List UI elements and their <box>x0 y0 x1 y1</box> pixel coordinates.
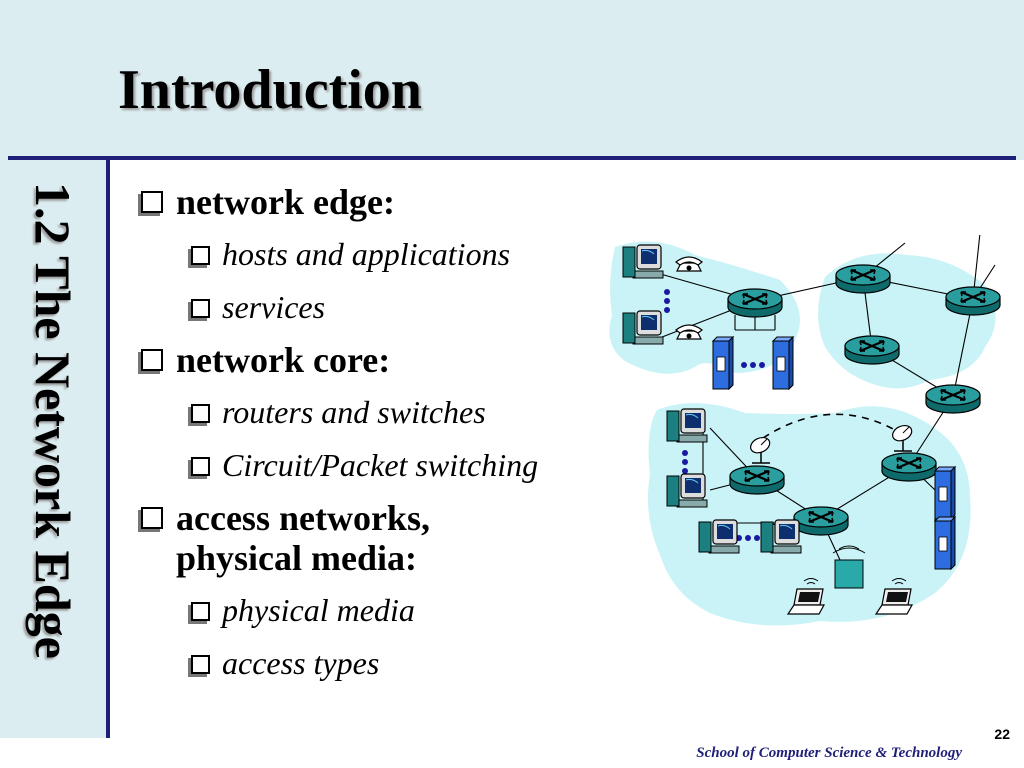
bullet-network-core: network core: <box>138 340 628 380</box>
router-icon <box>834 263 892 295</box>
sub-bullet-text: access types <box>222 645 380 681</box>
sub-bullet-physical-media: physical media <box>138 590 628 630</box>
checkbox-bullet-icon <box>191 602 210 621</box>
server-icon <box>712 336 734 390</box>
sub-bullet-services: services <box>138 287 628 327</box>
checkbox-bullet-icon <box>191 655 210 674</box>
sub-bullet-text: routers and switches <box>222 394 486 430</box>
slide-title: Introduction <box>118 59 422 121</box>
bullet-text: access networks, <box>176 498 430 538</box>
section-title: 1.2 The Network Edge <box>25 182 81 659</box>
checkbox-bullet-icon <box>141 507 163 529</box>
telephone-icon <box>675 324 703 340</box>
sub-bullet-routers: routers and switches <box>138 392 628 432</box>
footer-text: School of Computer Science & Technology <box>696 745 962 761</box>
router-icon <box>924 383 982 415</box>
sub-bullet-switching: Circuit/Packet switching <box>138 445 628 485</box>
sub-bullet-hosts: hosts and applications <box>138 234 628 274</box>
sub-bullet-text: services <box>222 289 326 325</box>
bullet-access-networks: access networks, physical media: <box>138 498 628 578</box>
router-icon <box>792 505 850 537</box>
sub-bullet-text: hosts and applications <box>222 236 511 272</box>
page-number: 22 <box>994 726 1010 742</box>
workstation-icon <box>760 519 802 554</box>
wireless-base-station-icon <box>834 559 864 589</box>
sub-bullet-text: physical media <box>222 592 415 628</box>
router-icon <box>726 287 784 319</box>
server-icon <box>934 516 956 570</box>
checkbox-bullet-icon <box>191 457 210 476</box>
workstation-icon <box>622 310 664 345</box>
server-icon <box>934 466 956 520</box>
router-icon <box>843 334 901 366</box>
bullet-text-line2: physical media: <box>176 538 418 578</box>
sub-bullet-text: Circuit/Packet switching <box>222 447 539 483</box>
bullet-text: network edge: <box>176 182 395 222</box>
checkbox-bullet-icon <box>141 191 163 213</box>
checkbox-bullet-icon <box>191 404 210 423</box>
checkbox-bullet-icon <box>141 349 163 371</box>
bullet-list: network edge: hosts and applications ser… <box>138 182 628 696</box>
telephone-icon <box>675 256 703 272</box>
ellipsis-dots <box>664 289 765 541</box>
workstation-icon <box>622 244 664 279</box>
router-icon <box>728 464 786 496</box>
checkbox-bullet-icon <box>191 299 210 318</box>
bullet-network-edge: network edge: <box>138 182 628 222</box>
bullet-text: network core: <box>176 340 391 380</box>
slide-header <box>0 0 1024 160</box>
network-diagram <box>609 235 1002 626</box>
header-divider <box>8 156 1016 160</box>
router-icon <box>944 285 1002 317</box>
sidebar <box>0 160 106 738</box>
satellite-link <box>762 413 896 439</box>
workstation-icon <box>666 473 708 508</box>
workstation-icon <box>698 519 740 554</box>
router-icon <box>880 451 938 483</box>
workstation-icon <box>666 408 708 443</box>
server-icon <box>772 336 794 390</box>
sub-bullet-access-types: access types <box>138 643 628 683</box>
checkbox-bullet-icon <box>191 246 210 265</box>
sidebar-divider <box>106 160 110 738</box>
